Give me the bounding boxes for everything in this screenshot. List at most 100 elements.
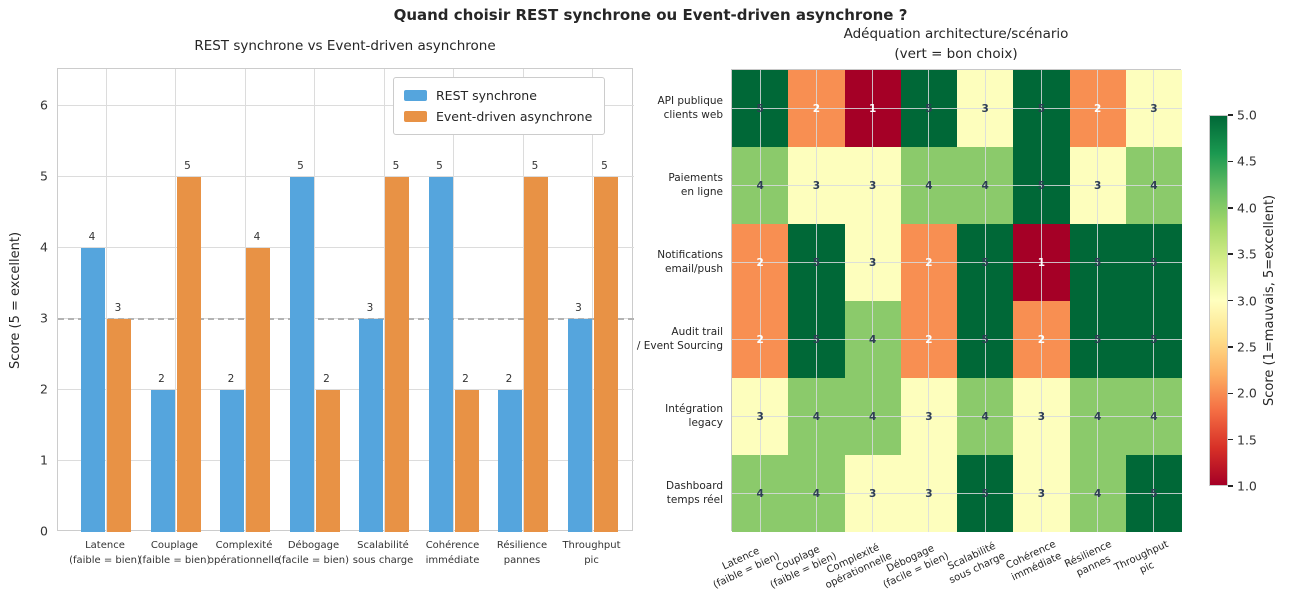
bar-rest-4 <box>359 318 383 532</box>
heatmap-value-r1-c6: 3 <box>1093 179 1102 192</box>
heatmap-value-r0-c2: 1 <box>868 102 877 115</box>
heatmap-gridline-x <box>928 70 930 532</box>
bar-value-label: 5 <box>297 159 304 172</box>
heatmap-value-r1-c5: 5 <box>1037 179 1046 192</box>
bar-value-label: 5 <box>184 159 191 172</box>
heatmap-value-r2-c7: 5 <box>1150 256 1158 269</box>
heatmap-row-label-3: Audit trail/ Event Sourcing <box>636 325 723 352</box>
heatmap-value-r2-c3: 2 <box>925 256 933 269</box>
bar-event-3 <box>315 389 340 532</box>
colorbar-tick-label: 1.0 <box>1237 478 1257 494</box>
y-tick-label: 3 <box>40 310 48 326</box>
bar-event-7 <box>593 176 618 532</box>
heatmap-gridline-x <box>759 70 761 532</box>
heatmap-value-r1-c7: 4 <box>1150 179 1158 192</box>
legend-item-rest: REST synchrone <box>404 85 592 106</box>
bar-event-4 <box>385 176 409 532</box>
colorbar-tick-label: 2.0 <box>1237 385 1257 401</box>
heatmap-title-line1: Adéquation architecture/scénario <box>843 26 1069 42</box>
gridline-y <box>58 176 634 178</box>
colorbar-tick <box>1228 485 1233 487</box>
heatmap-value-r2-c0: 2 <box>756 256 764 269</box>
heatmap-gridline-x <box>872 70 874 532</box>
gridline-x <box>522 69 524 532</box>
bar-value-label: 2 <box>227 372 235 385</box>
bar-value-label: 2 <box>158 372 165 385</box>
y-tick-label: 5 <box>40 168 48 184</box>
heatmap-value-r3-c5: 2 <box>1037 333 1046 346</box>
heatmap-value-r1-c2: 3 <box>868 179 877 192</box>
bar-value-label: 5 <box>531 159 539 172</box>
heatmap-value-r1-c3: 4 <box>925 179 933 192</box>
colorbar-tick <box>1228 114 1233 116</box>
heatmap-gridline-y <box>732 262 1182 263</box>
x-tick-label-1: Couplage(faible = bien) <box>138 540 211 566</box>
bar-value-label: 5 <box>601 159 608 172</box>
y-tick-label: 1 <box>40 452 48 468</box>
bar-event-5 <box>454 389 479 532</box>
bar-rest-6 <box>498 389 522 532</box>
legend-item-event: Event-driven asynchrone <box>404 106 592 127</box>
heatmap-value-r3-c4: 5 <box>981 333 989 346</box>
colorbar-tick <box>1228 160 1233 163</box>
x-tick-label-3: Débogage(facile = bien) <box>277 540 350 566</box>
bar-value-label: 2 <box>462 372 469 385</box>
heatmap-gridline-y <box>732 108 1182 109</box>
heatmap-value-r5-c5: 3 <box>1037 487 1046 500</box>
heatmap-value-r3-c3: 2 <box>925 333 933 346</box>
y-tick-label: 2 <box>40 381 48 397</box>
legend-item-label: REST synchrone <box>436 88 537 103</box>
bar-value-label: 5 <box>436 159 443 172</box>
bar-value-label: 3 <box>575 301 582 314</box>
heatmap-title-line2: (vert = bon choix) <box>894 46 1018 62</box>
bar-value-label: 3 <box>114 301 122 314</box>
heatmap-value-r0-c0: 5 <box>756 102 764 115</box>
bar-value-label: 2 <box>505 372 513 385</box>
gridline-y <box>58 389 634 391</box>
heatmap-value-r2-c2: 3 <box>868 256 877 269</box>
colorbar-tick-label: 3.0 <box>1237 293 1257 308</box>
heatmap-gridline-y <box>732 339 1182 340</box>
colorbar-tick-label: 1.5 <box>1237 432 1257 448</box>
heatmap-value-r0-c1: 2 <box>812 102 821 115</box>
heatmap-value-r2-c1: 5 <box>812 256 821 269</box>
heatmap-value-r5-c6: 4 <box>1093 487 1102 500</box>
heatmap-value-r3-c1: 5 <box>812 333 821 346</box>
bar-rest-7 <box>567 318 592 532</box>
heatmap-gridline-x <box>1040 70 1042 532</box>
heatmap-gridline-x <box>1097 70 1099 532</box>
heatmap-value-r4-c2: 4 <box>868 410 877 423</box>
heatmap-value-r5-c7: 5 <box>1150 487 1158 500</box>
bar-value-label: 4 <box>253 230 261 243</box>
heatmap-value-r4-c7: 4 <box>1150 410 1158 423</box>
heatmap-value-r5-c1: 4 <box>812 487 821 500</box>
gridline-x <box>592 69 593 532</box>
gridline-x <box>175 69 176 532</box>
heatmap-gridline-x <box>1153 70 1155 532</box>
heatmap-value-r5-c0: 4 <box>756 487 764 500</box>
heatmap-value-r2-c5: 1 <box>1037 256 1046 269</box>
colorbar-tick <box>1228 438 1233 441</box>
heatmap-value-r4-c0: 3 <box>756 410 764 423</box>
event-legend-swatch <box>404 111 427 122</box>
heatmap-value-r0-c3: 5 <box>925 102 933 115</box>
bar-event-1 <box>176 176 201 532</box>
gridline-y <box>58 105 634 107</box>
heatmap-value-r2-c4: 5 <box>981 256 989 269</box>
heatmap-value-r0-c5: 5 <box>1037 102 1046 115</box>
heatmap-value-r4-c1: 4 <box>812 410 821 423</box>
colorbar-tick-label: 5.0 <box>1237 107 1257 123</box>
gridline-x <box>383 69 385 532</box>
heatmap-gridline-x <box>815 70 817 532</box>
heatmap-value-r5-c2: 3 <box>868 487 877 500</box>
colorbar <box>1209 115 1228 486</box>
colorbar-label: Score (1=mauvais, 5=excellent) <box>1262 194 1277 406</box>
bar-event-2 <box>246 247 270 532</box>
